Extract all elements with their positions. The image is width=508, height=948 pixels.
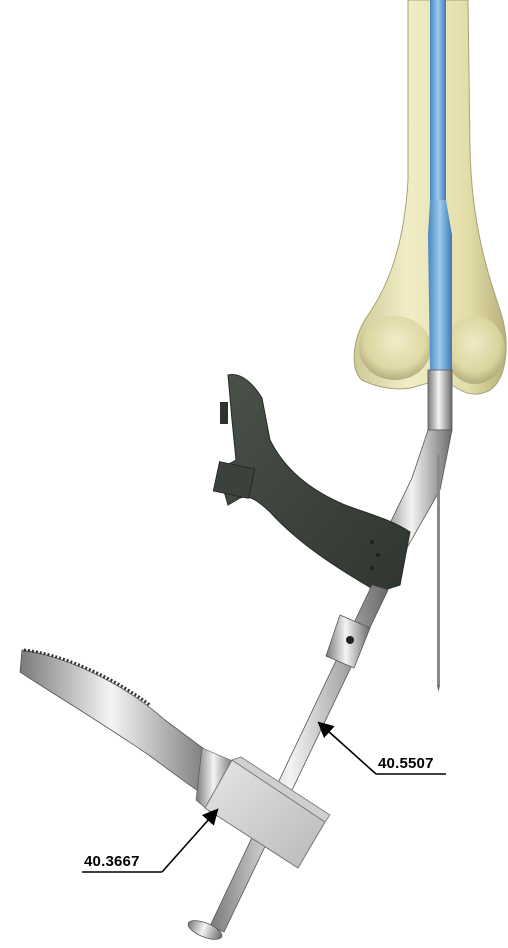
guide-notch [220, 402, 228, 424]
t-handle [20, 650, 330, 868]
lateral-condyle [445, 316, 505, 384]
medial-condyle [359, 316, 431, 380]
callout-label-shaft: 40.5507 [378, 755, 434, 772]
targeting-guide-arm [213, 375, 410, 592]
handle-grip [20, 650, 222, 800]
callout-label-handle: 40.3667 [84, 853, 140, 870]
guide-wire [437, 455, 440, 692]
